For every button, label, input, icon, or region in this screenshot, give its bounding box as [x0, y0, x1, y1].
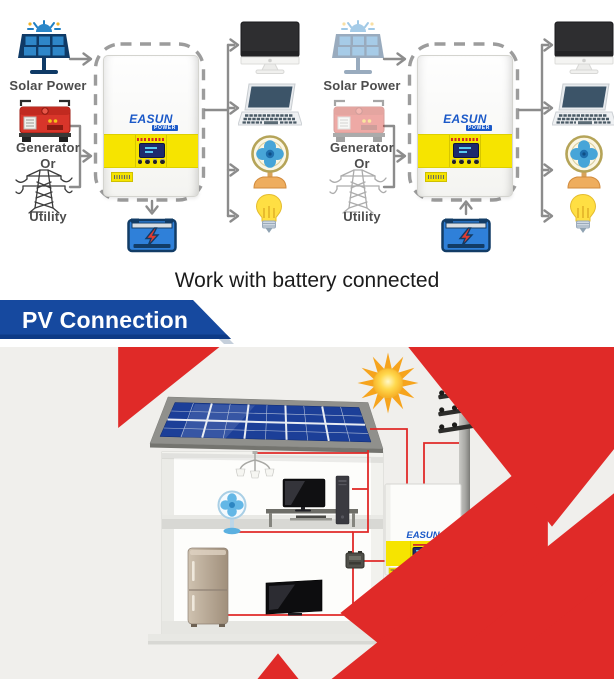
generator-icon — [17, 99, 73, 145]
desktop-computer-icon — [266, 475, 358, 527]
fan-icon — [217, 490, 247, 535]
inverter-lcd-display — [139, 143, 165, 158]
desktop-computer-icon — [240, 21, 300, 74]
system-diagram-battery-charging: Solar Power Generator Or Utility EASUN P… — [2, 0, 302, 262]
solar-panel-icon — [16, 20, 72, 78]
light-bulb-icon — [566, 193, 600, 236]
power-wiring — [225, 428, 459, 616]
utility-grid-icon-faded — [329, 166, 387, 214]
inverter-buttons — [418, 159, 512, 164]
tv-icon — [265, 579, 323, 616]
inverter: EASUN POWER — [417, 55, 513, 197]
utility-label: Utility — [343, 209, 381, 224]
utility-label: Utility — [29, 209, 67, 224]
generator-label: Generator — [16, 140, 80, 155]
rooftop-solar-panels — [149, 396, 384, 453]
solar-power-label: Solar Power — [323, 78, 401, 93]
inverter-dashed-boundary — [407, 42, 520, 202]
laptop-icon — [238, 83, 302, 130]
warning-sticker — [111, 172, 133, 182]
banner-ribbon-shape — [0, 300, 234, 344]
desktop-computer-icon — [554, 21, 614, 74]
inverter-lcd-display — [453, 143, 479, 158]
utility-grid-icon — [15, 166, 73, 214]
inverter: EASUN POWER — [103, 55, 199, 197]
solar-power-label: Solar Power — [9, 78, 87, 93]
refrigerator-icon — [187, 547, 229, 627]
battery-icon — [441, 213, 491, 253]
fan-icon — [560, 134, 608, 189]
pv-connection-illustration: EASUN — [0, 347, 614, 679]
generator-label: Generator — [330, 140, 394, 155]
diagram-connectors — [382, 38, 554, 223]
inverter-dashed-boundary — [93, 42, 206, 202]
inverter-model-text — [451, 138, 479, 141]
diagram-connectors — [68, 38, 240, 223]
generator-icon-faded — [331, 99, 387, 145]
inverter-buttons — [104, 159, 198, 164]
laptop-icon — [552, 83, 614, 130]
fan-icon — [246, 134, 294, 189]
inverter-logo: EASUN POWER — [418, 112, 512, 131]
or-label: Or — [354, 156, 370, 171]
inverter-control-panel — [418, 134, 512, 168]
inverter-logo: EASUN POWER — [104, 112, 198, 131]
breaker-box-icon — [345, 551, 365, 569]
chandelier-icon — [235, 451, 275, 479]
section-banner: PV Connection — [0, 300, 245, 345]
system-diagram-battery-discharging: Solar Power Generator Or Utility EASUN P… — [316, 0, 614, 262]
battery-icon — [127, 213, 177, 253]
light-bulb-icon — [252, 193, 286, 236]
warning-sticker — [425, 172, 447, 182]
sun-icon — [357, 352, 419, 414]
or-label: Or — [40, 156, 56, 171]
inverter-logo: EASUN — [406, 530, 440, 541]
inverter-control-panel — [104, 134, 198, 168]
solar-panel-icon-faded — [330, 20, 386, 78]
inverter-model-text — [137, 138, 165, 141]
caption-text: Work with battery connected — [174, 269, 440, 292]
banner-label: PV Connection — [22, 307, 189, 333]
